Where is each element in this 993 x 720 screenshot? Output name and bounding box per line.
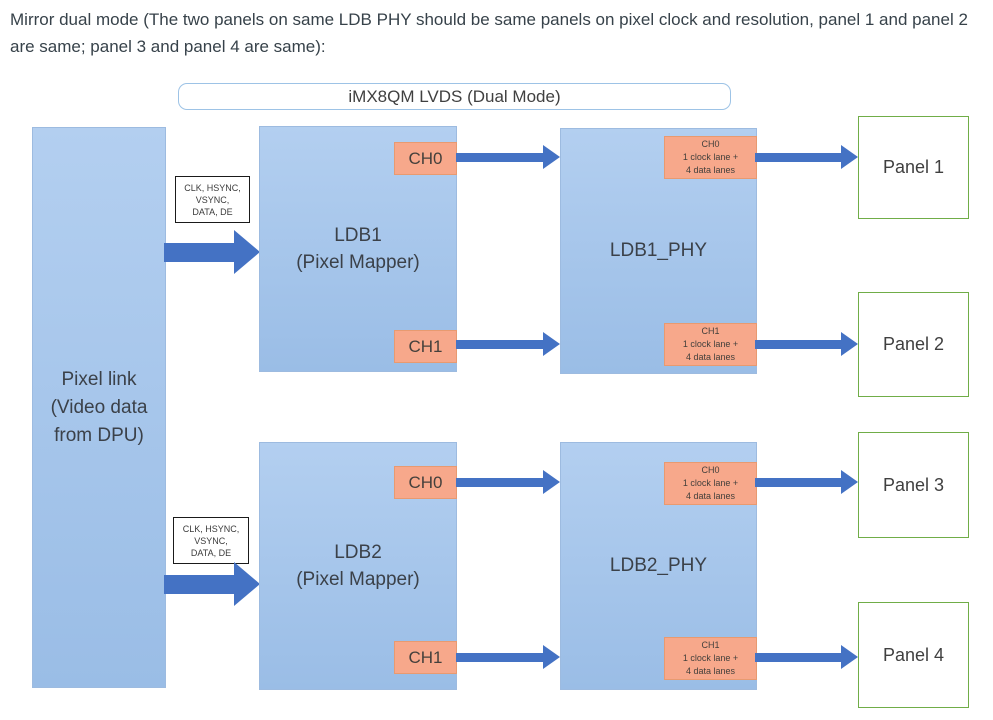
arrow-head-icon — [841, 645, 858, 669]
ldb1-sublabel: (Pixel Mapper) — [296, 252, 420, 273]
signal-label-1-line3: DATA, DE — [192, 206, 233, 217]
arrow-ldb1-ch0-to-phy1 — [456, 144, 560, 170]
arrow-shaft — [456, 477, 543, 487]
phy1-ch0-line2: 1 clock lane + — [682, 152, 739, 162]
phy1-ch1-tag: CH1 1 clock lane + 4 data lanes — [664, 323, 757, 366]
phy1-ch1-line1: CH1 — [701, 326, 720, 336]
arrow-head-icon — [234, 562, 260, 606]
mode-title-box: iMX8QM LVDS (Dual Mode) — [178, 83, 731, 110]
phy2-ch0-tag: CH0 1 clock lane + 4 data lanes — [664, 462, 757, 505]
ldb1-ch0-tag: CH0 — [394, 142, 457, 175]
phy2-ch0-line2: 1 clock lane + — [682, 478, 739, 488]
phy1-ch0-tag: CH0 1 clock lane + 4 data lanes — [664, 136, 757, 179]
arrow-phy2-ch0-to-panel3 — [755, 469, 858, 495]
phy2-ch0-line3: 4 data lanes — [685, 491, 736, 501]
ldb2-ch0-tag: CH0 — [394, 466, 457, 499]
arrow-head-icon — [543, 332, 560, 356]
arrow-phy1-ch1-to-panel2 — [755, 331, 858, 357]
pixel-link-line2: (Video data — [50, 396, 148, 418]
ldb2-ch0-label: CH0 — [408, 472, 443, 492]
arrow-phy1-ch0-to-panel1 — [755, 144, 858, 170]
arrow-shaft — [456, 152, 543, 162]
ldb2-label: LDB2 — [334, 542, 382, 563]
arrow-shaft — [755, 652, 841, 662]
pixel-link-line1: Pixel link — [61, 368, 137, 390]
ldb2-sublabel: (Pixel Mapper) — [296, 569, 420, 590]
mode-title-label: iMX8QM LVDS (Dual Mode) — [348, 86, 561, 106]
phy2-ch1-line3: 4 data lanes — [685, 666, 736, 676]
phy2-ch1-tag: CH1 1 clock lane + 4 data lanes — [664, 637, 757, 680]
phy1-ch0-line1: CH0 — [701, 139, 720, 149]
arrow-shaft — [164, 574, 234, 594]
arrow-ldb2-ch1-to-phy2 — [456, 644, 560, 670]
arrow-shaft — [755, 152, 841, 162]
arrow-shaft — [755, 339, 841, 349]
phy2-ch1-line2: 1 clock lane + — [682, 653, 739, 663]
arrow-ldb2-ch0-to-phy2 — [456, 469, 560, 495]
arrow-head-icon — [543, 645, 560, 669]
ldb2-ch1-label: CH1 — [408, 647, 443, 667]
phy2-ch1-line1: CH1 — [701, 640, 720, 650]
phy2-ch0-line1: CH0 — [701, 465, 720, 475]
arrow-head-icon — [841, 332, 858, 356]
ldb2-phy-label: LDB2_PHY — [609, 555, 708, 576]
phy1-ch0-line3: 4 data lanes — [685, 165, 736, 175]
arrow-phy2-ch1-to-panel4 — [755, 644, 858, 670]
ldb1-phy-label: LDB1_PHY — [609, 240, 708, 261]
signal-label-2-line3: DATA, DE — [190, 547, 232, 558]
ldb1-ch0-label: CH0 — [408, 148, 443, 168]
arrow-head-icon — [234, 230, 260, 274]
panel-1-box: Panel 1 — [858, 116, 969, 219]
signal-label-box-2: CLK, HSYNC, VSYNC, DATA, DE — [173, 517, 249, 564]
arrow-head-icon — [543, 470, 560, 494]
panel-1-label: Panel 1 — [882, 157, 945, 177]
signal-label-box-1: CLK, HSYNC, VSYNC, DATA, DE — [175, 176, 250, 223]
panel-2-label: Panel 2 — [882, 334, 945, 354]
panel-2-box: Panel 2 — [858, 292, 969, 397]
panel-4-box: Panel 4 — [858, 602, 969, 708]
panel-3-box: Panel 3 — [858, 432, 969, 538]
signal-label-1-line1: CLK, HSYNC, — [184, 182, 241, 193]
ldb1-ch1-label: CH1 — [408, 336, 443, 356]
arrow-head-icon — [543, 145, 560, 169]
arrow-shaft — [755, 477, 841, 487]
pixel-link-line3: from DPU) — [54, 424, 144, 446]
ldb1-label: LDB1 — [334, 225, 382, 246]
panel-4-label: Panel 4 — [882, 644, 945, 665]
signal-label-2-line2: VSYNC, — [194, 535, 228, 546]
arrow-shaft — [456, 339, 543, 349]
panel-3-label: Panel 3 — [882, 474, 945, 495]
pixel-link-box: Pixel link (Video data from DPU) — [32, 127, 166, 688]
arrow-pixellink-to-ldb2 — [164, 562, 260, 606]
arrow-shaft — [164, 242, 234, 262]
arrow-ldb1-ch1-to-phy1 — [456, 331, 560, 357]
arrow-pixellink-to-ldb1 — [164, 230, 260, 274]
signal-label-1-line2: VSYNC, — [195, 194, 230, 205]
ldb1-ch1-tag: CH1 — [394, 330, 457, 363]
ldb2-ch1-tag: CH1 — [394, 641, 457, 674]
phy1-ch1-line2: 1 clock lane + — [682, 339, 739, 349]
arrow-shaft — [456, 652, 543, 662]
arrow-head-icon — [841, 145, 858, 169]
phy1-ch1-line3: 4 data lanes — [685, 352, 736, 362]
signal-label-2-line1: CLK, HSYNC, — [182, 523, 240, 534]
arrow-head-icon — [841, 470, 858, 494]
heading-text: Mirror dual mode (The two panels on same… — [10, 10, 968, 56]
